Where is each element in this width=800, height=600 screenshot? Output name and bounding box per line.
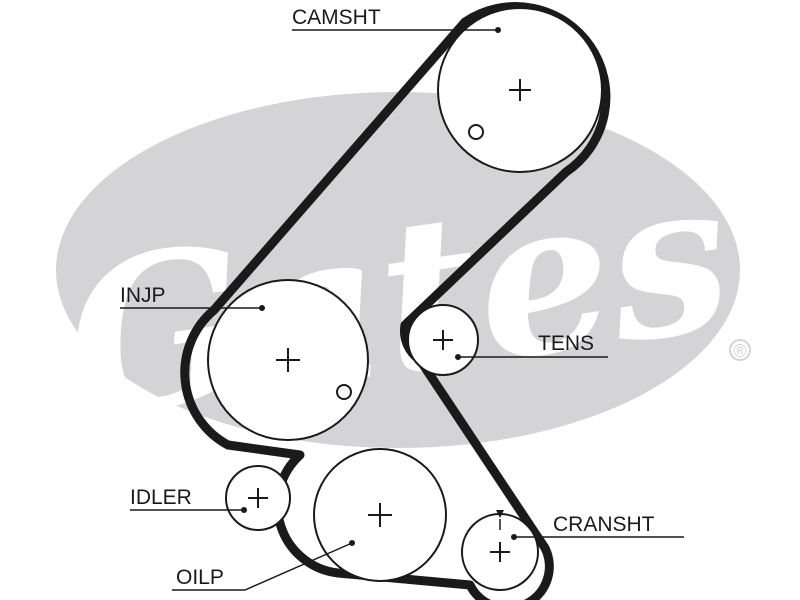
registered-mark-ring <box>729 339 751 361</box>
oil-pump-pulley <box>313 448 447 582</box>
idler-leader-dot <box>241 507 247 513</box>
tensioner-label: TENS <box>538 332 594 355</box>
leader-lines <box>120 29 684 591</box>
injection-pump-timing-mark <box>336 384 352 400</box>
injection-pump-center-cross <box>276 348 300 372</box>
injection-pump-leader-dot <box>259 305 265 311</box>
injection-pump-label: INJP <box>120 284 166 307</box>
oil-pump-center-cross <box>368 503 392 527</box>
camshaft-label: CAMSHT <box>292 6 381 29</box>
crankshaft-pulley <box>461 510 539 591</box>
tensioner-leader-dot <box>455 354 461 360</box>
camshaft-pulley <box>437 7 603 173</box>
idler-pulley <box>225 465 291 531</box>
oil-pump-leader-dot <box>349 540 355 546</box>
crankshaft-leader-dot <box>511 534 517 540</box>
crankshaft-label: CRANSHT <box>553 513 655 536</box>
crankshaft-timing-arrow <box>496 510 504 518</box>
injection-pump-pulley <box>207 279 369 441</box>
camshaft-leader-dot <box>495 27 501 33</box>
camshaft-center-cross <box>509 79 531 101</box>
tensioner-center-cross <box>433 330 453 350</box>
gates-logo: Gates ® <box>52 92 751 467</box>
camshaft-timing-mark <box>468 124 484 140</box>
crankshaft-center-cross <box>490 542 510 562</box>
idler-label: IDLER <box>130 486 192 509</box>
timing-belt <box>180 2 611 600</box>
idler-center-cross <box>248 488 268 508</box>
tensioner-pulley <box>407 304 479 376</box>
oil-pump-label: OILP <box>176 566 224 589</box>
leader-dots <box>241 27 517 546</box>
oil-pump-leader <box>172 542 353 591</box>
registered-mark: ® <box>733 341 746 361</box>
